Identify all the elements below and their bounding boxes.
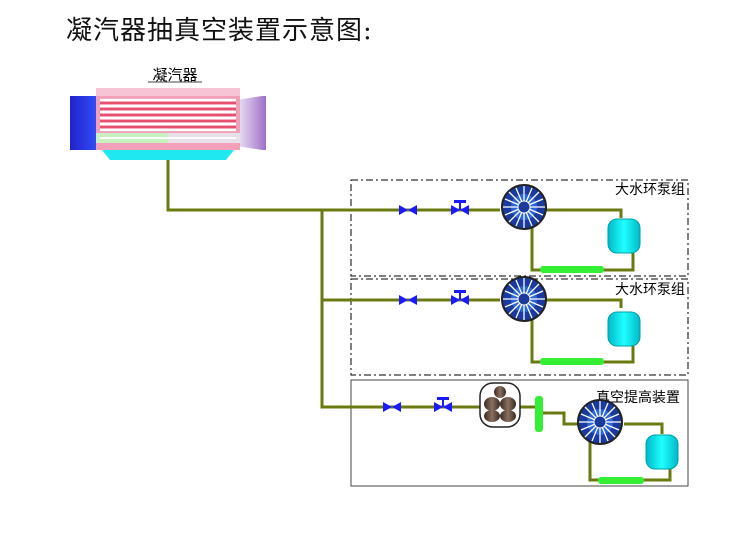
unit-label-1: 大水环泵组 bbox=[615, 182, 685, 198]
vacuum-pump-icon bbox=[501, 184, 547, 230]
valve-icon bbox=[399, 295, 417, 305]
valve-icon bbox=[399, 205, 417, 215]
ejector-icon bbox=[535, 396, 543, 432]
unit-label-2: 大水环泵组 bbox=[615, 282, 685, 298]
condenser-tube-bundle bbox=[100, 98, 236, 132]
valve-icon bbox=[451, 200, 469, 215]
unit-frame-1 bbox=[350, 179, 689, 277]
page-title: 凝汽器抽真空装置示意图: bbox=[66, 16, 373, 46]
unit-frame-3 bbox=[350, 379, 689, 487]
vacuum-pump-icon bbox=[577, 399, 623, 445]
condenser-right-waterbox bbox=[236, 96, 266, 150]
valve-icon bbox=[451, 290, 469, 305]
condenser-left-waterbox bbox=[70, 96, 102, 150]
condenser-hotwell bbox=[102, 150, 234, 160]
cooler-icon bbox=[598, 477, 644, 484]
separator-tank-icon bbox=[607, 218, 641, 254]
vacuum-booster-icon bbox=[479, 382, 521, 428]
cooler-icon bbox=[540, 266, 604, 273]
vacuum-pump-icon bbox=[501, 276, 547, 322]
valve-icon bbox=[383, 402, 401, 412]
valve-icon bbox=[434, 397, 452, 412]
cooler-icon bbox=[540, 358, 604, 365]
condenser-label: 凝汽器 bbox=[152, 66, 197, 84]
condenser: 凝汽器 bbox=[70, 66, 266, 160]
separator-tank-icon bbox=[645, 434, 679, 470]
separator-tank-icon bbox=[607, 311, 641, 347]
unit-label-3: 真空提高装置 bbox=[596, 389, 680, 406]
